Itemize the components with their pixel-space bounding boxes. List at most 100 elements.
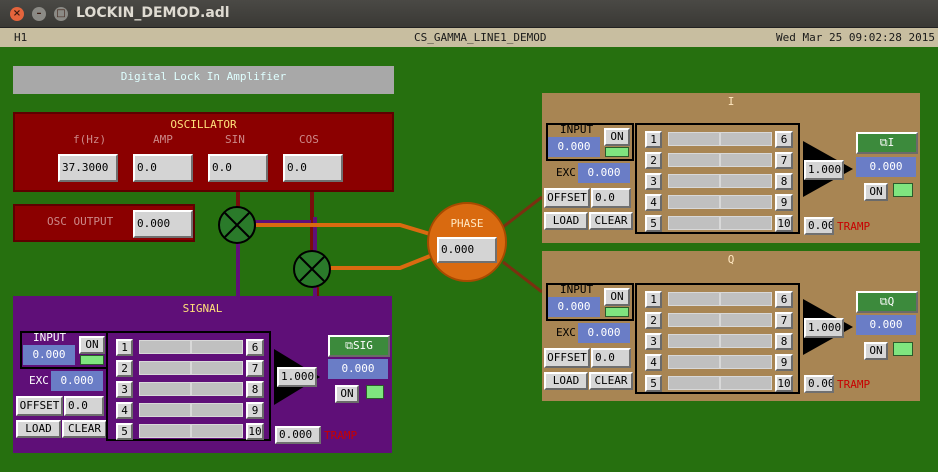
q-fm4-button[interactable]: 4 xyxy=(645,354,662,371)
i-fm5-button[interactable]: 5 xyxy=(645,215,662,232)
amp-field[interactable]: 0.0 xyxy=(133,154,193,182)
q-fm8-button[interactable]: 8 xyxy=(775,333,793,350)
q-input-on-button[interactable]: ON xyxy=(604,288,630,306)
maximize-icon: □ xyxy=(56,8,66,19)
signal-tramp-field[interactable]: 0.000 xyxy=(275,426,321,444)
q-fm2-button[interactable]: 2 xyxy=(645,312,662,329)
freq-field[interactable]: 37.3000 xyxy=(58,154,118,182)
window-close-button[interactable]: × xyxy=(10,7,24,21)
signal-fm7-button[interactable]: 7 xyxy=(246,360,264,377)
i-input-on-button[interactable]: ON xyxy=(604,128,630,146)
wire-phase-to-i xyxy=(502,195,543,229)
signal-input-value: 0.000 xyxy=(23,345,75,365)
i-output-button[interactable]: ⧉I xyxy=(856,132,918,154)
signal-fm1-button[interactable]: 1 xyxy=(116,339,133,356)
i-fm6-button[interactable]: 6 xyxy=(775,131,793,148)
wire-layer xyxy=(256,195,543,294)
phase-field[interactable]: 0.000 xyxy=(437,237,497,263)
q-load-button[interactable]: LOAD xyxy=(544,372,588,390)
i-fm9-button[interactable]: 9 xyxy=(775,194,793,211)
i-output-led xyxy=(893,183,913,197)
signal-fm6-button[interactable]: 6 xyxy=(246,339,264,356)
i-filter-grid xyxy=(635,123,800,234)
signal-fm10-name xyxy=(191,424,243,438)
i-fm5-name xyxy=(668,216,720,230)
signal-fm5-button[interactable]: 5 xyxy=(116,423,133,440)
q-offset-button[interactable]: OFFSET xyxy=(544,348,590,368)
q-fm2-name xyxy=(668,313,720,327)
signal-offset-button[interactable]: OFFSET xyxy=(16,396,63,416)
q-tramp-field[interactable]: 0.000 xyxy=(804,375,834,393)
i-load-button[interactable]: LOAD xyxy=(544,212,588,230)
q-input-value: 0.000 xyxy=(548,297,600,317)
i-fm4-name xyxy=(668,195,720,209)
signal-fm4-button[interactable]: 4 xyxy=(116,402,133,419)
window-title: LOCKIN_DEMOD.adl xyxy=(76,5,230,21)
i-input-value: 0.000 xyxy=(548,137,600,157)
q-fm9-button[interactable]: 9 xyxy=(775,354,793,371)
signal-fm3-button[interactable]: 3 xyxy=(116,381,133,398)
page-banner: Digital Lock In Amplifier xyxy=(13,66,394,94)
q-fm1-name xyxy=(668,292,720,306)
phase-label: PHASE xyxy=(450,217,484,230)
signal-fm10-button[interactable]: 10 xyxy=(246,423,264,440)
i-fm10-button[interactable]: 10 xyxy=(775,215,793,232)
wire-signal-horiz xyxy=(236,220,311,224)
signal-clear-button[interactable]: CLEAR xyxy=(62,420,107,438)
i-fm1-button[interactable]: 1 xyxy=(645,131,662,148)
signal-output-button[interactable]: ⧉SIG xyxy=(328,335,390,357)
i-fm3-button[interactable]: 3 xyxy=(645,173,662,190)
window-icon: ⧉ xyxy=(879,295,888,308)
signal-fm7-name xyxy=(191,361,243,375)
q-fm10-button[interactable]: 10 xyxy=(775,375,793,392)
signal-fm2-button[interactable]: 2 xyxy=(116,360,133,377)
i-tramp-field[interactable]: 0.000 xyxy=(804,217,834,235)
osc-output-field: 0.000 xyxy=(133,210,193,238)
q-output-button[interactable]: ⧉Q xyxy=(856,291,918,313)
window-icon: ⧉ xyxy=(345,339,353,352)
window-maximize-button[interactable]: □ xyxy=(54,7,68,21)
i-output-on-button[interactable]: ON xyxy=(864,183,888,201)
signal-exc-value: 0.000 xyxy=(51,371,103,391)
signal-filter-grid xyxy=(106,331,271,441)
signal-fm5-name xyxy=(139,424,191,438)
q-clear-button[interactable]: CLEAR xyxy=(589,372,633,390)
signal-input-on-button[interactable]: ON xyxy=(79,336,105,354)
q-fm5-button[interactable]: 5 xyxy=(645,375,662,392)
signal-offset-field[interactable]: 0.0 xyxy=(64,396,104,416)
i-fm2-button[interactable]: 2 xyxy=(645,152,662,169)
q-title: Q xyxy=(727,253,735,266)
sin-field[interactable]: 0.0 xyxy=(208,154,268,182)
q-exc-label: EXC xyxy=(556,326,576,339)
signal-filter-rows: 1 6 2 7 3 8 4 9 5 10 xyxy=(109,335,269,441)
q-fm6-name xyxy=(720,292,772,306)
i-fm8-button[interactable]: 8 xyxy=(775,173,793,190)
signal-fm8-button[interactable]: 8 xyxy=(246,381,264,398)
signal-tramp-label: TRAMP xyxy=(324,429,358,442)
cos-field[interactable]: 0.0 xyxy=(283,154,343,182)
q-input-box xyxy=(546,283,634,321)
q-fm1-button[interactable]: 1 xyxy=(645,291,662,308)
q-fm6-button[interactable]: 6 xyxy=(775,291,793,308)
osc-output-label: OSC OUTPUT xyxy=(47,215,114,228)
signal-output-value: 0.000 xyxy=(328,359,388,379)
wire-i-to-phase xyxy=(256,223,441,239)
signal-output-on-button[interactable]: ON xyxy=(335,385,359,403)
i-offset-field[interactable]: 0.0 xyxy=(591,188,631,208)
q-gain-field[interactable]: 1.000 xyxy=(804,318,844,338)
signal-gain-field[interactable]: 1.000 xyxy=(277,367,317,387)
q-output-on-button[interactable]: ON xyxy=(864,342,888,360)
i-fm7-button[interactable]: 7 xyxy=(775,152,793,169)
i-gain-field[interactable]: 1.000 xyxy=(804,160,844,180)
window-minimize-button[interactable]: – xyxy=(32,7,46,21)
i-offset-button[interactable]: OFFSET xyxy=(544,188,590,208)
q-fm3-button[interactable]: 3 xyxy=(645,333,662,350)
q-fm7-button[interactable]: 7 xyxy=(775,312,793,329)
i-fm7-name xyxy=(720,153,772,167)
q-offset-field[interactable]: 0.0 xyxy=(591,348,631,368)
mixer-i-icon xyxy=(218,206,256,244)
signal-load-button[interactable]: LOAD xyxy=(16,420,61,438)
i-clear-button[interactable]: CLEAR xyxy=(589,212,633,230)
signal-fm9-button[interactable]: 9 xyxy=(246,402,264,419)
i-fm4-button[interactable]: 4 xyxy=(645,194,662,211)
